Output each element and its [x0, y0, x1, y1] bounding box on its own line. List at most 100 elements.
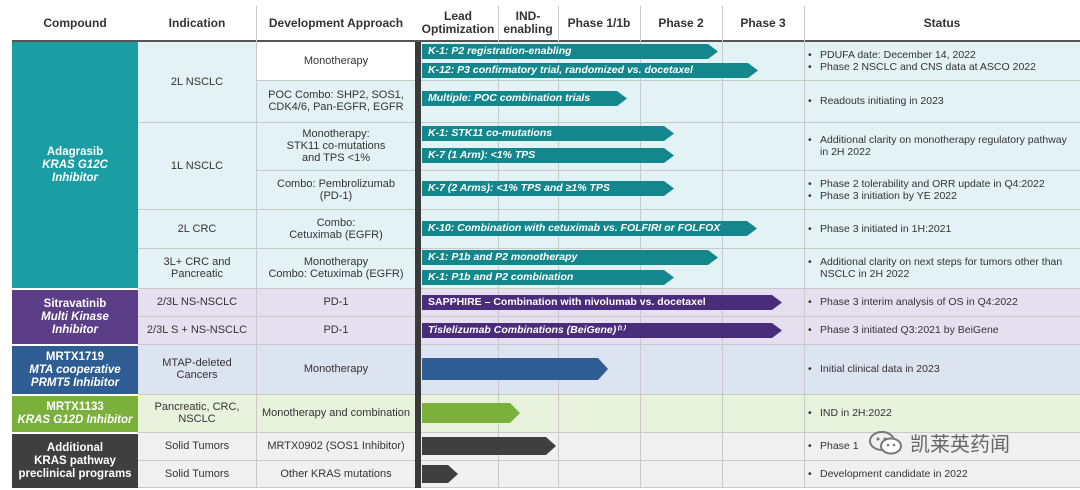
- status-mrtx0902: Phase 1: [808, 434, 888, 458]
- status-item: Phase 3 initiated in 1H:2021: [808, 223, 1076, 235]
- watermark: 凯莱英药闻: [868, 428, 1010, 457]
- status-item: IND in 2H:2022: [808, 407, 1076, 419]
- approach-12: Other KRAS mutations: [280, 468, 392, 480]
- indication-2l-crc: 2L CRC: [177, 222, 217, 235]
- status-1l-mono: Additional clarity on monotherapy regula…: [808, 124, 1070, 168]
- progress-arrow-mrtx0902: [422, 437, 556, 455]
- approach-5: Combo: Cetuximab (EGFR): [289, 216, 383, 241]
- status-sapphire: Phase 3 interim analysis of OS in Q4:202…: [808, 290, 1076, 314]
- approach-2: POC Combo: SHP2, SOS1, CDK4/6, Pan-EGFR,…: [268, 89, 404, 113]
- grid-hline: [138, 432, 1080, 433]
- approach-4: Combo: Pembrolizumab (PD-1): [277, 177, 395, 202]
- status-item: Phase 3 initiated Q3:2021 by BeiGene: [808, 324, 1076, 336]
- grid-vline: [256, 6, 257, 488]
- header-indication: Indication: [168, 15, 226, 30]
- status-item: Phase 3 interim analysis of OS in Q4:202…: [808, 296, 1076, 308]
- progress-arrow-mrtx1719: [422, 358, 608, 380]
- adagrasib-band: [138, 42, 1080, 288]
- indication-2l-nsclc: 2L NSCLC: [170, 76, 224, 88]
- status-item: Phase 2 tolerability and ORR update in Q…: [808, 178, 1076, 190]
- grid-hline: [138, 122, 1080, 123]
- grid-hline: [138, 344, 1080, 345]
- progress-arrow-k1-p2: K-1: P2 registration-enabling: [422, 44, 718, 59]
- indication-sitra-2: 2/3L S + NS-NSCLC: [146, 324, 248, 336]
- grid-hline: [138, 487, 1080, 488]
- wechat-icon: [869, 430, 902, 454]
- approach-7: PD-1: [323, 296, 349, 308]
- progress-arrow-poc-combo: Multiple: POC combination trials: [422, 91, 627, 106]
- header-phase3: Phase 3: [740, 15, 786, 30]
- approach-8: PD-1: [323, 324, 349, 336]
- approach-1: Monotherapy: [303, 55, 369, 67]
- indication-solid-2: Solid Tumors: [164, 468, 230, 480]
- status-item: Phase 2 NSCLC and CNS data at ASCO 2022: [808, 61, 1076, 73]
- compound-name: Additional: [46, 441, 104, 454]
- status-item: Additional clarity on next steps for tum…: [808, 256, 1070, 280]
- status-mrtx1719: Initial clinical data in 2023: [808, 346, 1076, 392]
- header-compound: Compound: [43, 15, 107, 30]
- header-ind-enabling: IND- enabling: [503, 9, 553, 36]
- status-item: Additional clarity on monotherapy regula…: [808, 134, 1070, 158]
- compound-target: MTA cooperative: [29, 363, 121, 376]
- compound-class: preclinical programs: [18, 467, 132, 480]
- status-beigene: Phase 3 initiated Q3:2021 by BeiGene: [808, 318, 1076, 342]
- header-divider: [12, 40, 1080, 42]
- progress-arrow-sapphire: SAPPHIRE – Combination with nivolumab vs…: [422, 295, 782, 310]
- compound-sitravatinib: Sitravatinib Multi Kinase Inhibitor: [12, 290, 138, 344]
- compound-target: KRAS G12C: [42, 158, 108, 171]
- status-3l-crc: Additional clarity on next steps for tum…: [808, 250, 1070, 286]
- compound-class: Inhibitor: [52, 171, 98, 184]
- status-mrtx1133: IND in 2H:2022: [808, 396, 1076, 430]
- indication-mtap: MTAP-deleted Cancers: [162, 357, 232, 381]
- progress-arrow-k7-2arms: K-7 (2 Arms): <1% TPS and ≥1% TPS: [422, 181, 674, 196]
- grid-hline: [138, 316, 1080, 317]
- compound-target: KRAS pathway: [34, 454, 116, 467]
- indication-sitra-1: 2/3L NS-NSCLC: [156, 296, 238, 308]
- status-item: PDUFA date: December 14, 2022: [808, 49, 1076, 61]
- compound-name: MRTX1133: [46, 401, 104, 413]
- grid-hline: [138, 209, 1080, 210]
- grid-hline: [256, 80, 1080, 81]
- status-pembrolizumab: Phase 2 tolerability and ORR update in Q…: [808, 172, 1076, 207]
- indication-solid-1: Solid Tumors: [164, 440, 230, 452]
- indication-3l-crc: 3L+ CRC and Pancreatic: [163, 256, 231, 280]
- compound-name: Adagrasib: [46, 145, 104, 158]
- approach-9: Monotherapy: [303, 363, 369, 375]
- grid-hline: [256, 170, 1080, 171]
- progress-arrow-k1-mono: K-1: P1b and P2 monotherapy: [422, 250, 718, 265]
- grid-hline: [138, 288, 1080, 289]
- progress-arrow-k1-combo: K-1: P1b and P2 combination: [422, 270, 674, 285]
- status-2l-crc: Phase 3 initiated in 1H:2021: [808, 211, 1076, 246]
- grid-vline: [640, 6, 641, 488]
- status-item: Initial clinical data in 2023: [808, 363, 1076, 375]
- compound-target: KRAS G12D Inhibitor: [17, 414, 133, 426]
- grid-hline: [138, 394, 1080, 395]
- status-poc-combo: Readouts initiating in 2023: [808, 82, 1076, 120]
- approach-11: MRTX0902 (SOS1 Inhibitor): [267, 440, 405, 452]
- compound-adagrasib: Adagrasib KRAS G12C Inhibitor: [12, 42, 138, 288]
- compound-class: PRMT5 Inhibitor: [30, 376, 120, 389]
- header-lead-optimization: Lead Optimization: [421, 9, 495, 36]
- progress-arrow-other-kras: [422, 465, 458, 483]
- status-item: Phase 3 initiation by YE 2022: [808, 190, 1076, 202]
- compound-target: Multi Kinase: [41, 310, 109, 323]
- compound-name: Sitravatinib: [43, 297, 107, 310]
- approach-10: Monotherapy and combination: [262, 407, 410, 419]
- grid-vline: [558, 6, 559, 488]
- header-phase2: Phase 2: [658, 15, 704, 30]
- compound-mrtx1719: MRTX1719 MTA cooperative PRMT5 Inhibitor: [12, 346, 138, 394]
- phase-divider: [415, 42, 421, 488]
- grid-vline: [722, 6, 723, 488]
- grid-vline: [804, 6, 805, 488]
- header-approach: Development Approach: [268, 15, 404, 30]
- status-other-kras: Development candidate in 2022: [808, 462, 1076, 486]
- status-2l-nsclc-mono: PDUFA date: December 14, 2022 Phase 2 NS…: [808, 44, 1076, 78]
- grid-hline: [138, 248, 1080, 249]
- compound-class: Inhibitor: [52, 323, 98, 336]
- progress-arrow-k1-stk11: K-1: STK11 co-mutations: [422, 126, 674, 141]
- header-status: Status: [923, 15, 961, 30]
- monotherapy-highlight: [256, 42, 416, 80]
- compound-mrtx1133: MRTX1133 KRAS G12D Inhibitor: [12, 396, 138, 432]
- indication-1l-nsclc: 1L NSCLC: [170, 159, 224, 172]
- grid-vline: [498, 6, 499, 488]
